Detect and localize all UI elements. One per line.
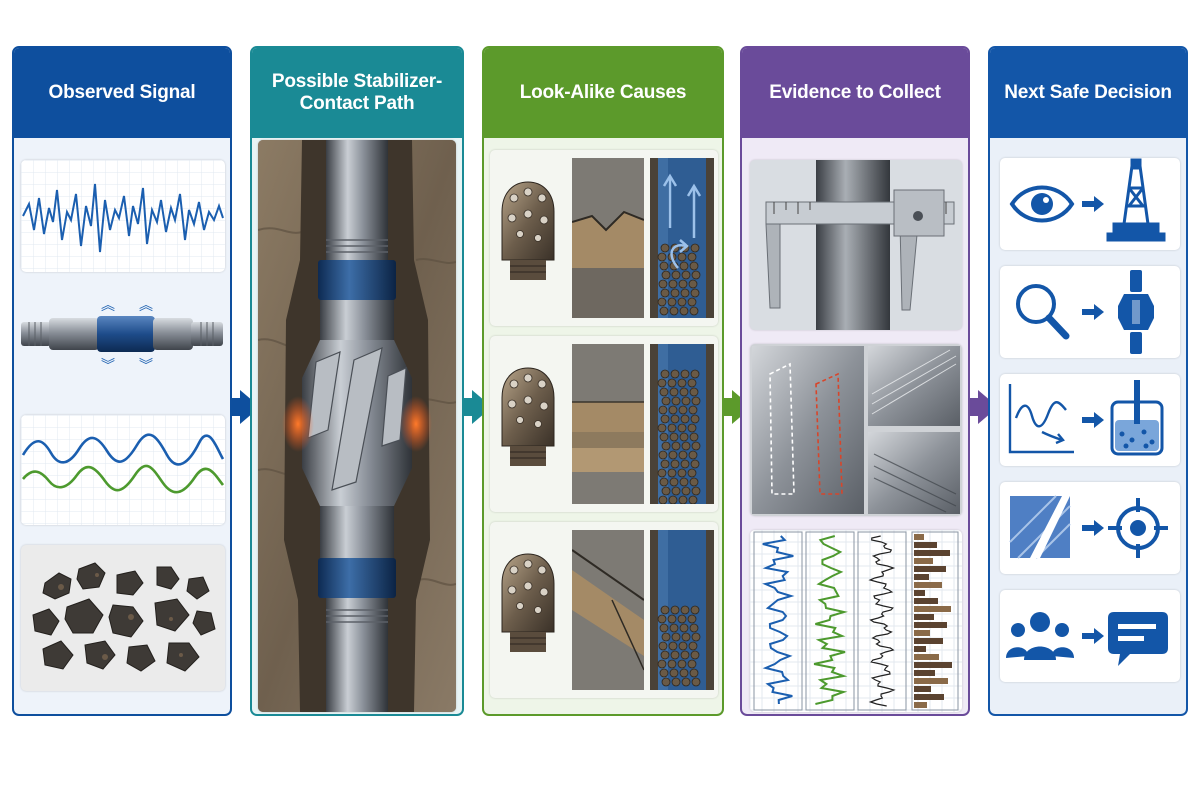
lithology-bar: [914, 646, 926, 652]
wellbore-cuttings-icon: [650, 344, 714, 504]
mud-tank-icon: [1110, 380, 1164, 456]
look-alike-causes-header: Look-Alike Causes: [484, 48, 722, 138]
decision-row-inspect: [1000, 266, 1180, 358]
drilling-rig-icon: [1106, 158, 1166, 242]
log-curve-1: [762, 535, 795, 705]
eye-icon: [1009, 185, 1075, 223]
evidence-title: Evidence to Collect: [769, 82, 941, 104]
lithology-bar: [914, 598, 938, 604]
trend-chart-icon: [1008, 384, 1074, 454]
dual-trend-icon: [21, 415, 225, 525]
lithology-bar: [914, 582, 942, 588]
lithology-bar: [914, 542, 937, 548]
evidence-header: Evidence to Collect: [742, 48, 968, 138]
lithology-bar: [914, 662, 952, 668]
formation-fault-photo: [572, 530, 644, 690]
observed-signal-panel: Observed Signal ︽ ︽: [12, 46, 232, 716]
observed-signal-header: Observed Signal: [14, 48, 230, 138]
drill-bit-icon: [492, 350, 564, 500]
wellbore-cuttings-icon: [650, 158, 714, 318]
wear-evidence-card: [750, 344, 962, 516]
decision-arrow-2: [1082, 304, 1104, 320]
borehole-stabilizer-illustration: [258, 140, 456, 712]
wear-pattern-photos: [752, 346, 960, 514]
look-alike-causes-panel: Look-Alike Causes: [482, 46, 724, 716]
look-alike-row-3: [490, 522, 718, 698]
lithology-bar: [914, 702, 927, 708]
lithology-bar: [914, 694, 944, 700]
flow-arrow-2-stem: [462, 398, 474, 416]
lithology-bar: [914, 534, 924, 540]
lithology-bar: [914, 566, 946, 572]
look-alike-causes-title: Look-Alike Causes: [519, 82, 687, 104]
decision-row-mud: [1000, 374, 1180, 466]
hatched-pattern-icon: [1009, 495, 1071, 559]
next-safe-decision-header: Next Safe Decision: [990, 48, 1186, 138]
vibration-waveform-icon: [21, 160, 225, 272]
caliper-icon: [765, 160, 955, 330]
log-tracks-icon: [750, 530, 962, 712]
stabilizer-sub-icon: ︽ ︽ ︾ ︾: [19, 288, 227, 378]
look-alike-row-1: [490, 150, 718, 326]
lithology-bar: [914, 678, 948, 684]
contact-glow-right: [400, 396, 432, 452]
decision-arrow-3: [1082, 412, 1104, 428]
stabilizer-contact-panel: Possible Stabilizer-Contact Path: [250, 46, 464, 716]
look-alike-row-2: [490, 336, 718, 512]
decision-row-communicate: [1000, 590, 1180, 682]
decision-row-target: [1000, 482, 1180, 574]
svg-text:︽: ︽: [101, 298, 115, 314]
caliper-measurement-card: [750, 160, 962, 330]
flow-arrow-3-stem: [722, 398, 734, 416]
team-icon: [1006, 612, 1074, 660]
log-tracks-card: [750, 530, 962, 712]
log-curve-2: [813, 535, 848, 705]
contact-glow-left: [282, 396, 314, 452]
stabilizer-contact-header: Possible Stabilizer-Contact Path: [252, 48, 462, 138]
chat-bubble-icon: [1108, 612, 1168, 666]
stabilizer-tool-icon: [1118, 270, 1154, 354]
lithology-bar: [914, 574, 929, 580]
lithology-bar: [914, 622, 947, 628]
wellbore-cuttings-icon: [650, 530, 714, 690]
lithology-bar: [914, 614, 934, 620]
lithology-bar: [914, 630, 930, 636]
lithology-bar: [914, 638, 943, 644]
lithology-bar: [914, 590, 925, 596]
cuttings-card: [21, 545, 225, 691]
drill-bit-icon: [492, 536, 564, 686]
vibration-waveform-card: [21, 160, 225, 272]
magnifier-icon: [1016, 284, 1070, 340]
svg-text:︾: ︾: [101, 358, 115, 374]
next-safe-decision-panel: Next Safe Decision: [988, 46, 1188, 716]
flow-arrow-1-stem: [230, 398, 242, 416]
decision-row-monitor: [1000, 158, 1180, 250]
drill-bit-icon: [492, 164, 564, 314]
dual-trend-card: [21, 415, 225, 525]
formation-layered-photo: [572, 344, 644, 504]
lithology-bar: [914, 670, 935, 676]
observed-signal-title: Observed Signal: [48, 82, 196, 104]
next-safe-decision-title: Next Safe Decision: [1004, 82, 1172, 104]
cuttings-icon: [32, 562, 216, 672]
target-crosshair-icon: [1108, 498, 1168, 558]
svg-text:︾: ︾: [139, 358, 153, 374]
decision-arrow-4: [1082, 520, 1104, 536]
stabilizer-contact-title: Possible Stabilizer-Contact Path: [271, 71, 443, 114]
decision-arrow-5: [1082, 628, 1104, 644]
evidence-panel: Evidence to Collect: [740, 46, 970, 716]
decision-arrow-1: [1082, 196, 1104, 212]
lithology-bar: [914, 654, 939, 660]
log-curve-3: [868, 535, 896, 707]
flow-arrow-4-stem: [968, 398, 980, 416]
lithology-bar: [914, 686, 931, 692]
formation-fracture-photo: [572, 158, 644, 318]
lithology-bar: [914, 558, 933, 564]
lithology-bar: [914, 550, 950, 556]
lithology-bar: [914, 606, 951, 612]
svg-text:︽: ︽: [139, 298, 153, 314]
